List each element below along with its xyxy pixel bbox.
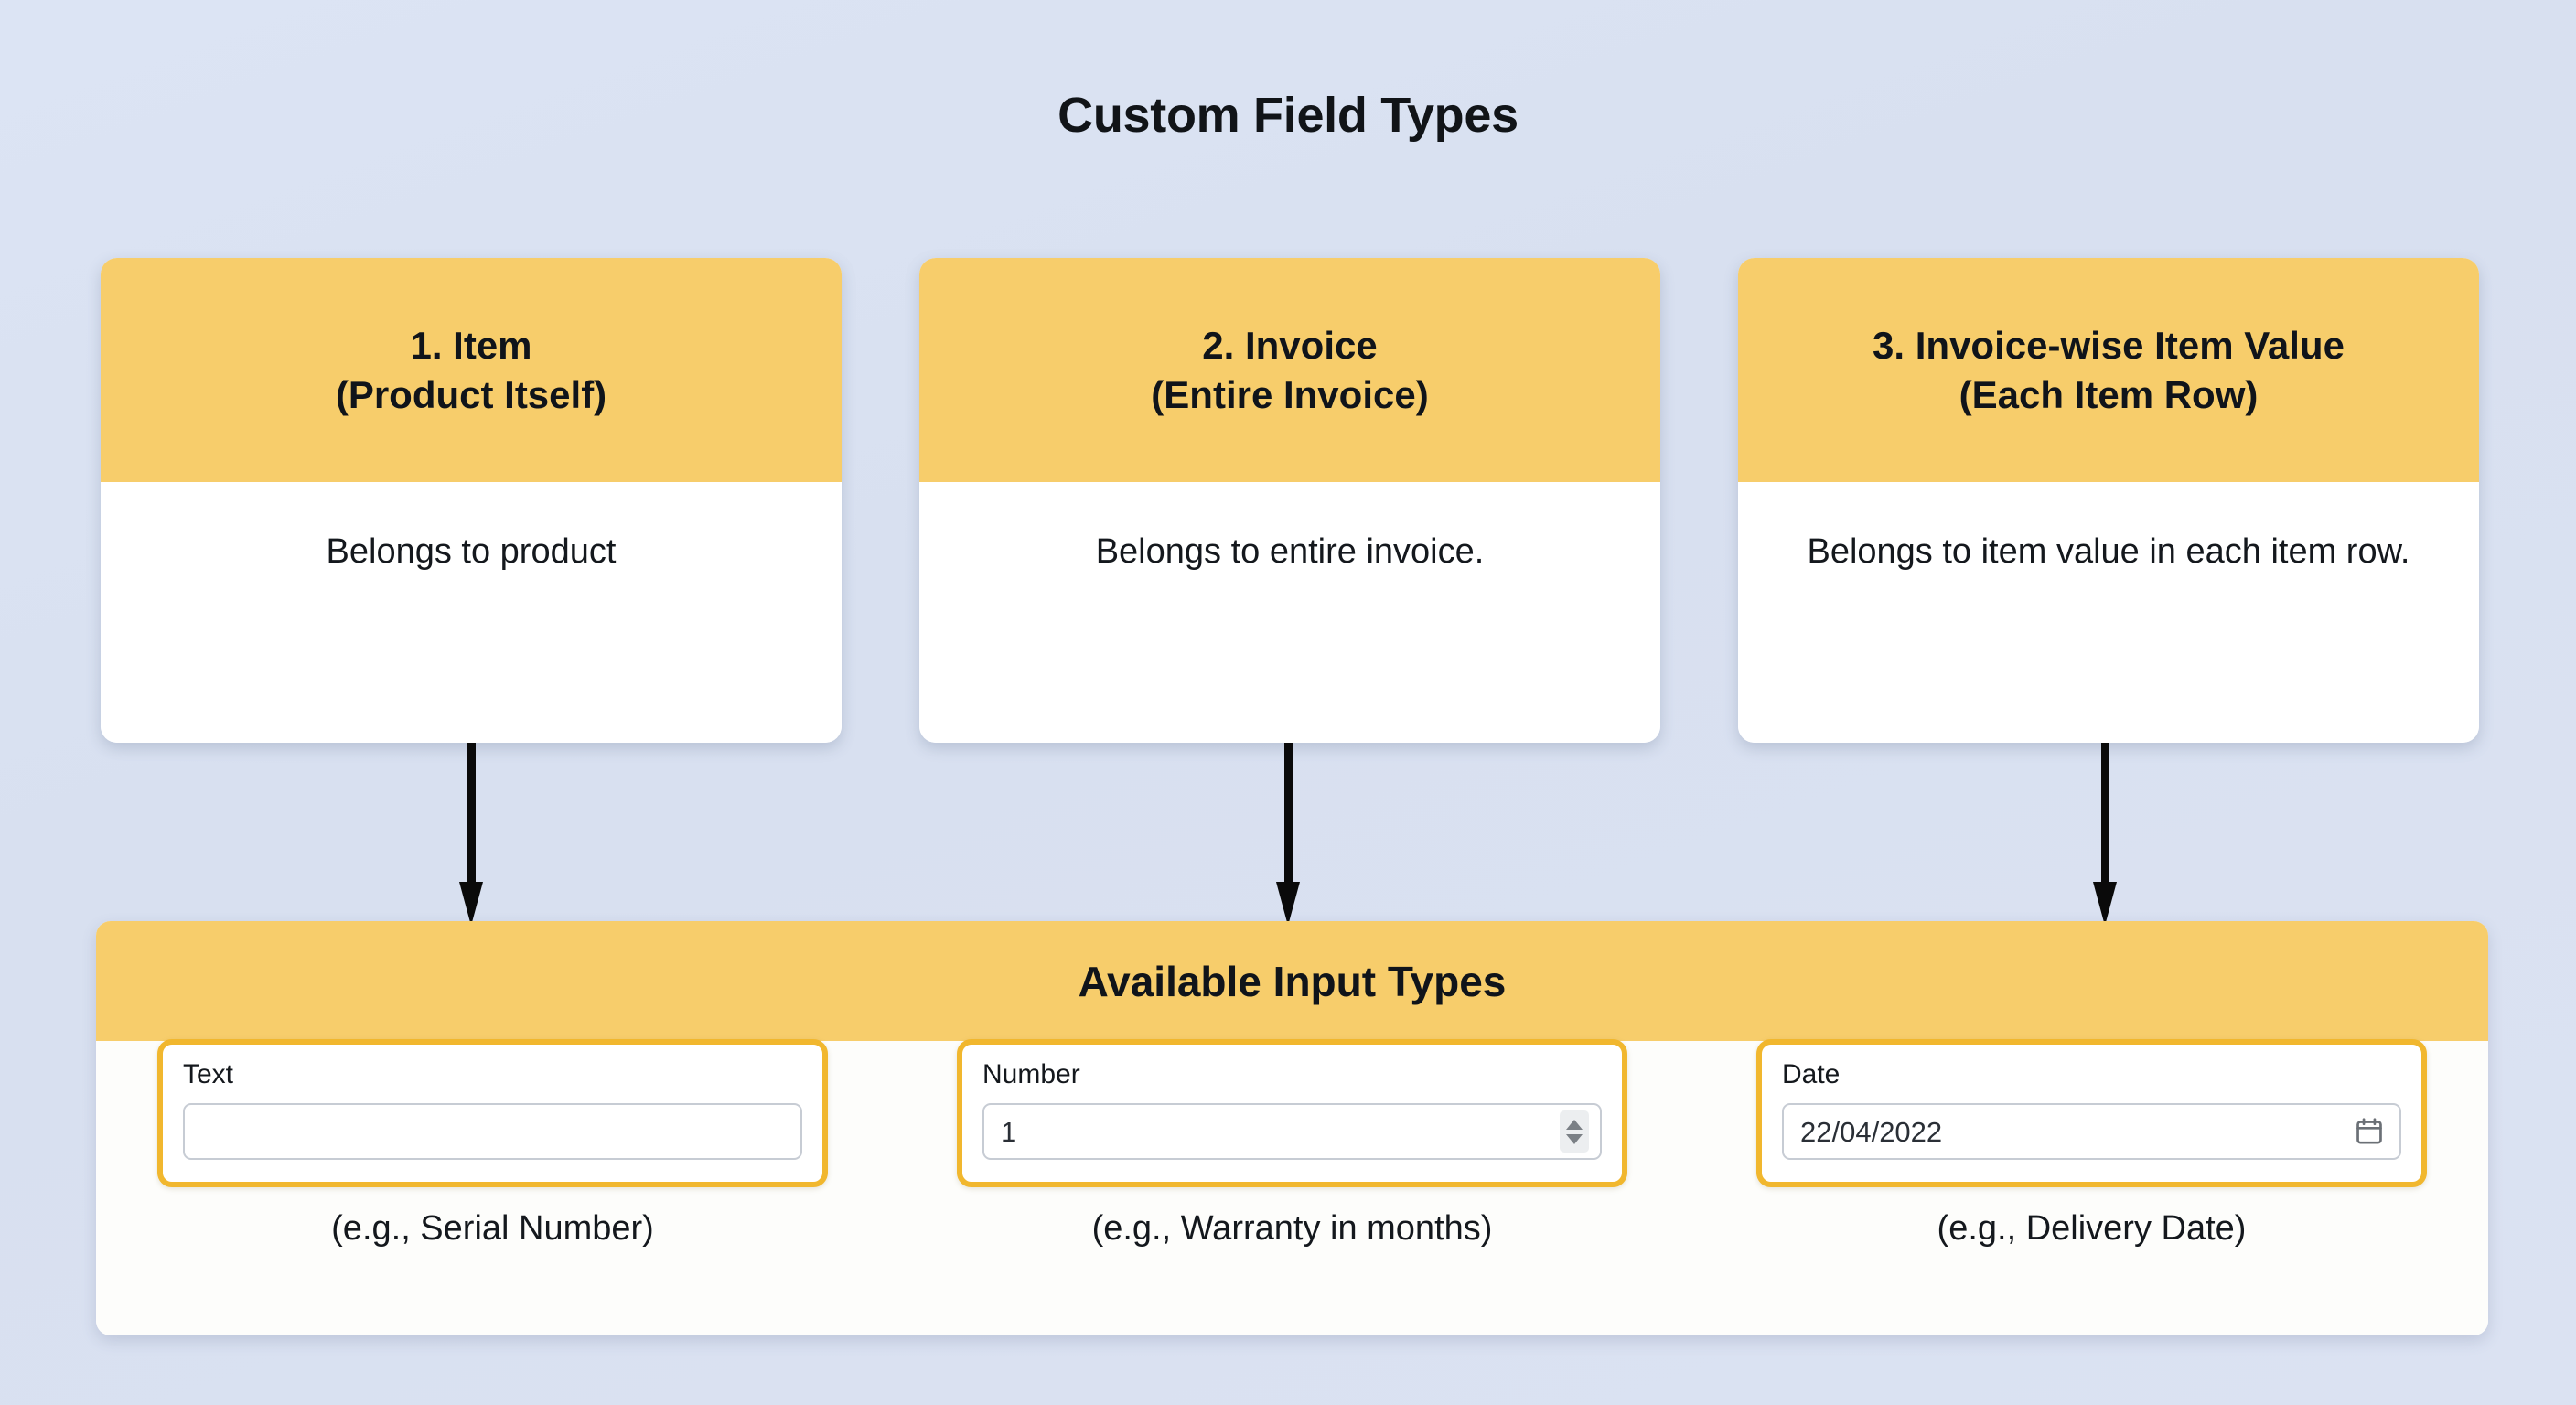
- arrow-shaft: [1284, 743, 1293, 887]
- card-header: 2. Invoice (Entire Invoice): [919, 258, 1660, 482]
- date-input[interactable]: 22/04/2022: [1782, 1103, 2401, 1160]
- date-field-box: Date 22/04/2022: [1756, 1039, 2427, 1187]
- card-subtitle: (Entire Invoice): [1151, 372, 1429, 416]
- field-group-text: Text (e.g., Serial Number): [157, 1039, 828, 1246]
- text-field-box: Text: [157, 1039, 828, 1187]
- field-group-number: Number 1 (e.g., Warranty in months): [957, 1039, 1627, 1246]
- number-field-label: Number: [982, 1059, 1080, 1089]
- number-field-caption: (e.g., Warranty in months): [1091, 1209, 1493, 1248]
- card-body: Belongs to product: [101, 482, 842, 743]
- number-input[interactable]: 1: [982, 1103, 1602, 1160]
- card-description: Belongs to item value in each item row.: [1807, 532, 2410, 571]
- date-field-caption: (e.g., Delivery Date): [1937, 1209, 2247, 1248]
- card-body: Belongs to item value in each item row.: [1738, 482, 2479, 743]
- down-arrow-icon: [1276, 743, 1300, 926]
- card-header: 3. Invoice-wise Item Value (Each Item Ro…: [1738, 258, 2479, 482]
- text-field-label: Text: [183, 1059, 234, 1089]
- field-type-card-invoice: 2. Invoice (Entire Invoice) Belongs to e…: [919, 258, 1660, 743]
- field-group-date: Date 22/04/2022 (e.g., Delivery Date): [1756, 1039, 2427, 1246]
- field-type-card-invoice-wise-item-value: 3. Invoice-wise Item Value (Each Item Ro…: [1738, 258, 2479, 743]
- arrow-head: [459, 882, 483, 926]
- card-body: Belongs to entire invoice.: [919, 482, 1660, 743]
- field-type-card-row: 1. Item (Product Itself) Belongs to prod…: [101, 258, 2479, 743]
- arrow-shaft: [467, 743, 476, 887]
- stepper-down-icon[interactable]: [1566, 1133, 1583, 1144]
- field-type-card-item: 1. Item (Product Itself) Belongs to prod…: [101, 258, 842, 743]
- panel-header: Available Input Types: [96, 921, 2488, 1041]
- card-subtitle: (Product Itself): [335, 372, 607, 416]
- arrow-shaft: [2101, 743, 2109, 887]
- card-subtitle: (Each Item Row): [1959, 372, 2259, 416]
- page-title: Custom Field Types: [1057, 88, 1519, 143]
- number-stepper-icon[interactable]: [1560, 1110, 1589, 1153]
- number-input-value: 1: [1001, 1115, 1017, 1148]
- card-description: Belongs to entire invoice.: [1095, 532, 1485, 571]
- card-title: 1. Item: [410, 323, 532, 367]
- date-field-label: Date: [1782, 1059, 1841, 1089]
- card-title: 3. Invoice-wise Item Value: [1873, 323, 2345, 367]
- card-description: Belongs to product: [326, 532, 617, 571]
- down-arrow-icon: [2093, 743, 2117, 926]
- panel-title: Available Input Types: [1078, 957, 1507, 1005]
- text-input[interactable]: [183, 1103, 802, 1160]
- date-input-value: 22/04/2022: [1800, 1115, 1943, 1148]
- card-title: 2. Invoice: [1202, 323, 1378, 367]
- down-arrow-icon: [459, 743, 483, 926]
- stepper-up-icon[interactable]: [1566, 1119, 1583, 1130]
- card-header: 1. Item (Product Itself): [101, 258, 842, 482]
- arrow-head: [1276, 882, 1300, 926]
- calendar-icon[interactable]: [2354, 1116, 2385, 1147]
- arrow-head: [2093, 882, 2117, 926]
- text-field-caption: (e.g., Serial Number): [331, 1209, 654, 1248]
- number-field-box: Number 1: [957, 1039, 1627, 1187]
